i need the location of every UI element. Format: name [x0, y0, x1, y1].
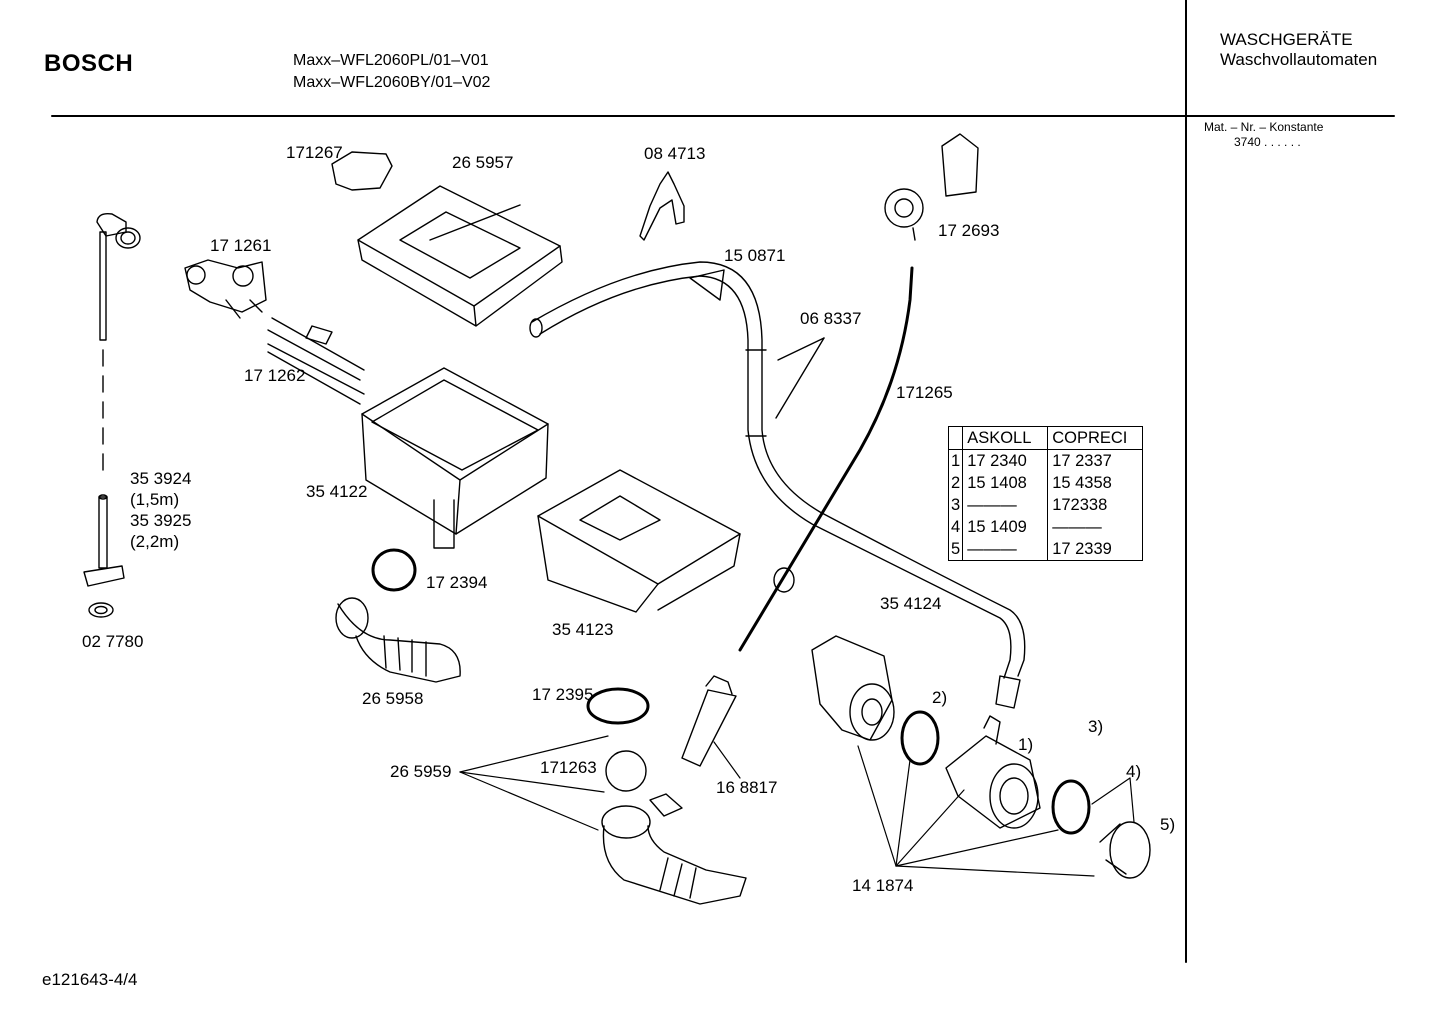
- part-label-354124: 35 4124: [880, 594, 942, 613]
- model-line-1: Maxx–WFL2060PL/01–V01: [293, 52, 489, 69]
- part-label-171261: 17 1261: [210, 236, 272, 255]
- leader-lines: [459, 735, 1135, 877]
- category-title: WASCHGERÄTE: [1220, 30, 1353, 49]
- mat-label: Mat. – Nr. – Konstante: [1204, 120, 1324, 134]
- table-header-cell: COPRECI: [1047, 426, 1143, 450]
- pump-variant-table: ASKOLL COPRECI 1 17 2340 17 2337 2 15 14…: [948, 426, 1144, 561]
- length-label-22m: (2,2m): [130, 532, 180, 551]
- table-header-row: ASKOLL COPRECI: [948, 426, 1143, 450]
- drawer-housing-drawing: [361, 367, 549, 549]
- table-cell: 1: [948, 449, 964, 472]
- part-label-027780: 02 7780: [82, 632, 144, 651]
- rod-drawing: [738, 266, 914, 652]
- brand-logo: BOSCH: [44, 50, 134, 77]
- callout-1: 1): [1018, 735, 1034, 754]
- ring-3: [1051, 779, 1091, 835]
- document-id: e121643-4/4: [42, 970, 138, 989]
- ball-drawing: [605, 750, 647, 792]
- distributor-frame-drawing: [357, 185, 563, 327]
- callout-3: 3): [1088, 717, 1104, 736]
- part-label-172394: 17 2394: [426, 573, 488, 592]
- part-label-171262: 17 1262: [244, 366, 306, 385]
- table-cell: 2: [948, 472, 964, 494]
- callout-4: 4): [1126, 762, 1142, 781]
- part-label-354123: 35 4123: [552, 620, 614, 639]
- part-label-150871: 15 0871: [724, 246, 786, 265]
- drain-pump-drawing: [811, 635, 1151, 879]
- category-subtitle: Waschvollautomaten: [1220, 50, 1378, 69]
- table-row: 2 15 1408 15 4358: [948, 472, 1143, 494]
- part-label-265958: 26 5958: [362, 689, 424, 708]
- part-label-168817: 16 8817: [716, 778, 778, 797]
- ring-172394: [371, 548, 417, 592]
- part-label-354122: 35 4122: [306, 482, 368, 501]
- callout-5: 5): [1160, 815, 1176, 834]
- ring-172395: [586, 687, 650, 725]
- table-cell: 172338: [1052, 496, 1108, 514]
- inlet-valve-drawing: [184, 259, 267, 319]
- model-line-2: Maxx–WFL2060BY/01–V02: [293, 74, 491, 91]
- table-header-cell: [948, 426, 964, 450]
- callout-2: 2): [932, 688, 948, 707]
- ring-2: [900, 710, 940, 766]
- pressure-switch-drawing: [884, 133, 979, 241]
- table-cell: 17 2340: [962, 449, 1049, 472]
- table-row: 1 17 2340 17 2337: [948, 449, 1143, 472]
- part-label-084713: 08 4713: [644, 144, 706, 163]
- part-label-172693: 17 2693: [938, 221, 1000, 240]
- part-label-172395: 17 2395: [532, 685, 594, 704]
- part-label-068337: 06 8337: [800, 309, 862, 328]
- table-header-cell: ASKOLL: [962, 426, 1049, 450]
- table-cell: 17 2337: [1052, 452, 1112, 470]
- table-cell: ———: [1052, 518, 1102, 536]
- table-cell: ———: [962, 538, 1049, 561]
- table-cell: 15 1409: [962, 516, 1049, 538]
- detergent-drawer-drawing: [537, 469, 741, 613]
- table-cell: 17 2339: [1052, 540, 1112, 558]
- pressure-hose-drawing: [529, 261, 1026, 709]
- part-label-265957: 26 5957: [452, 153, 514, 172]
- tubes-drawing: [267, 317, 365, 405]
- table-cell: 3: [948, 494, 964, 516]
- part-label-171267: 171267: [286, 143, 343, 162]
- table-cell: ———: [962, 494, 1049, 516]
- part-label-141874: 14 1874: [852, 876, 914, 895]
- table-cell: 15 4358: [1052, 474, 1112, 492]
- inlet-hose-drawing: [83, 212, 141, 618]
- length-label-15m: (1,5m): [130, 490, 180, 509]
- bracket-drawing: [331, 151, 393, 191]
- bellows-hose-drawing: [335, 597, 461, 683]
- table-cell: 15 1408: [962, 472, 1049, 494]
- table-cell: 5: [948, 538, 964, 561]
- sump-hose-drawing: [601, 793, 747, 905]
- clip-drawing: [639, 171, 685, 241]
- part-label-171265: 171265: [896, 383, 953, 402]
- part-label-171263: 171263: [540, 758, 597, 777]
- table-row: 3 ——— 172338: [948, 494, 1143, 516]
- table-row: 5 ——— 17 2339: [948, 538, 1143, 561]
- part-label-353924: 35 3924: [130, 469, 192, 488]
- table-row: 4 15 1409 ———: [948, 516, 1143, 538]
- table-cell: 4: [948, 516, 964, 538]
- sensor-drawing: [681, 675, 737, 767]
- part-label-265959: 26 5959: [390, 762, 452, 781]
- mat-value: 3740 . . . . . .: [1234, 135, 1301, 149]
- part-label-353925: 35 3925: [130, 511, 192, 530]
